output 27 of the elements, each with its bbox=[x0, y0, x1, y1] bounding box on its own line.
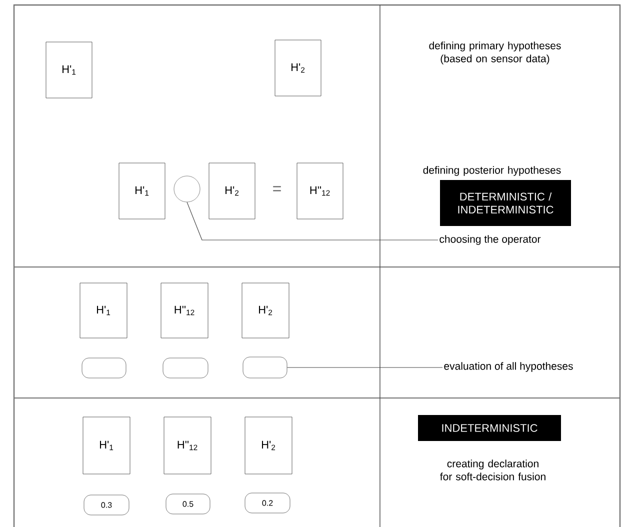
value-box bbox=[162, 358, 208, 378]
value-box bbox=[82, 358, 126, 378]
value-box: 0.2 bbox=[244, 492, 290, 514]
leader-line bbox=[286, 367, 443, 368]
label-text: creating declaration for soft-decision fusion bbox=[440, 460, 546, 480]
highlight-box: INDETERMINISTIC bbox=[418, 415, 561, 441]
hypothesis-box: H''$_{12}$ bbox=[164, 416, 212, 474]
value-box: 0.3 bbox=[84, 494, 130, 516]
hypothesis-box: H''$_{12}$ bbox=[160, 282, 208, 338]
value-box: 0.5 bbox=[166, 494, 210, 514]
label-text: defining primary hypotheses (based on sensor data) bbox=[429, 42, 561, 64]
highlight-box: DETERMINISTIC / INDETERMINISTIC bbox=[440, 180, 571, 226]
hypothesis-box: H'$_{1}$ bbox=[46, 42, 92, 98]
operator-circle bbox=[174, 176, 200, 202]
equals-sign: = bbox=[273, 186, 281, 192]
step-label: evaluation of all hypotheses bbox=[444, 362, 573, 372]
hypothesis-box: H'$_{1}$ bbox=[118, 162, 166, 220]
hypothesis-box: H'$_{2}$ bbox=[244, 416, 292, 474]
hypothesis-box: H'$_{1}$ bbox=[80, 282, 128, 338]
hypothesis-box: H''$_{12}$ bbox=[296, 162, 344, 220]
hypothesis-box: H'$_{2}$ bbox=[242, 282, 290, 338]
leader-line bbox=[186, 202, 438, 240]
value-box bbox=[242, 356, 288, 378]
step-label: choosing the operator bbox=[440, 235, 541, 245]
hypothesis-box: H'$_{1}$ bbox=[82, 416, 130, 474]
hypothesis-box: H'$_{2}$ bbox=[208, 162, 256, 220]
hypothesis-box: H'$_{2}$ bbox=[274, 40, 322, 96]
